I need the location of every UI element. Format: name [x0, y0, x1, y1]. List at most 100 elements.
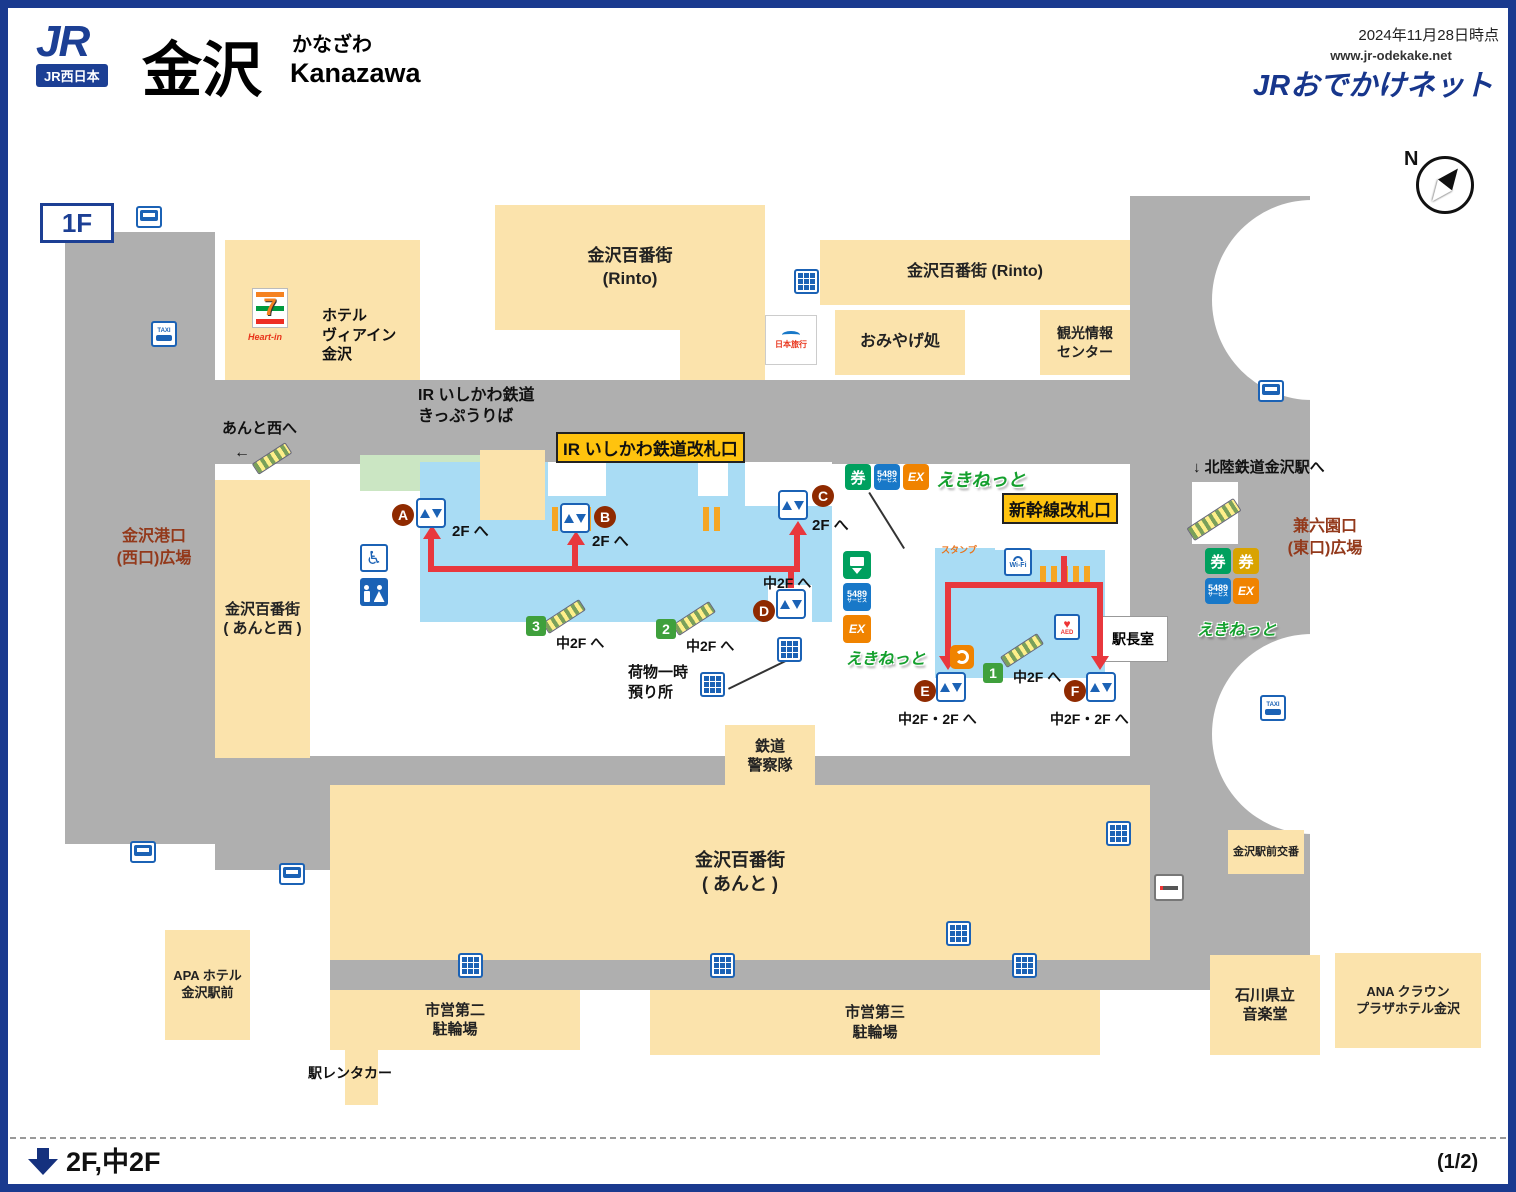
building-hotel-viainn-label: ホテル ヴィアイン 金沢	[322, 307, 397, 363]
elevator-F-dest: 中2F・2F へ	[1050, 711, 1129, 727]
route-stub-gate	[1061, 556, 1067, 584]
footer-divider	[10, 1137, 1506, 1139]
building-rentacar-label: 駅レンタカー	[308, 1065, 392, 1081]
leader-luggage	[728, 657, 791, 690]
odekake-net-logo: JRおでかけネット	[1253, 70, 1494, 102]
smoking-area-icon	[1154, 874, 1184, 901]
route-stub-f	[1097, 588, 1103, 658]
jr-company-label: JR西日本	[36, 64, 108, 87]
stamp-icon	[950, 645, 974, 669]
building-shiei3-parking: 市営第三 駐輪場	[650, 990, 1100, 1055]
anto-west-arrow: ←	[234, 444, 250, 461]
ticket-machine-icon-east-yellow: 券	[1233, 548, 1259, 574]
route-stub-a	[428, 538, 434, 572]
escalator-3-dest: 中2F へ	[556, 635, 605, 651]
elevator-D-badge: D	[753, 600, 775, 622]
ex-service-icon-concourse: EX	[843, 615, 871, 643]
station-name-romaji: Kanazawa	[290, 58, 421, 88]
taxi-stand-icon-west: TAXI	[151, 321, 177, 347]
route-arrow-a	[423, 525, 441, 539]
wheelchair-accessible-icon: ♿	[360, 544, 388, 572]
luggage-storage-label: 荷物一時 預り所	[628, 664, 689, 701]
ir-gate-label: IR いしかわ鉄道改札口	[556, 432, 745, 463]
shinkansen-gate-area	[995, 520, 1110, 550]
elevator-F-badge: F	[1064, 680, 1086, 702]
ekinet-logo-top: えきねっと	[936, 470, 1026, 490]
compass-icon	[1416, 156, 1474, 214]
elevator-F-icon	[1086, 672, 1116, 702]
building-shiei2-parking: 市営第二 駐輪場	[330, 990, 580, 1050]
elevator-E-dest: 中2F・2F へ	[898, 711, 977, 727]
route-arrow-c	[789, 521, 807, 535]
station-name-kana: かなざわ	[292, 34, 372, 56]
coin-locker-icon-south2	[710, 953, 735, 978]
seven-eleven-icon: 7	[252, 288, 288, 328]
route-stub-d	[788, 566, 794, 588]
building-ir-ticket-office	[480, 450, 545, 520]
elevator-D-icon	[776, 589, 806, 619]
route-arrow-b	[567, 531, 585, 545]
elevator-D-dest: 中2F へ	[763, 575, 812, 591]
footer-down-arrow	[37, 1148, 49, 1160]
station-name-kanji: 金沢	[142, 37, 262, 104]
anto-west-direction-label: あんと西へ	[222, 420, 298, 437]
road-west	[65, 232, 215, 844]
ex-service-icon-east: EX	[1233, 578, 1259, 604]
elevator-C-badge: C	[812, 485, 834, 507]
west-plaza-label: 金沢港口 (西口)広場	[116, 528, 192, 567]
route-stub-b	[572, 544, 578, 572]
route-stub-e	[945, 588, 951, 658]
east-rotary-north	[1212, 200, 1412, 400]
escalator-1-dest: 中2F へ	[1013, 669, 1062, 685]
taxi-stand-icon-east: TAXI	[1260, 695, 1286, 721]
website-url: www.jr-odekake.net	[1330, 48, 1452, 63]
building-ongakudo: 石川県立 音楽堂	[1210, 955, 1320, 1055]
elevator-A-icon	[416, 498, 446, 528]
elevator-B-icon	[560, 503, 590, 533]
ir-gate-area-right	[698, 462, 728, 496]
shinkansen-gate-label: 新幹線改札口	[1002, 493, 1118, 524]
building-railway-police: 鉄道 警察隊	[725, 725, 815, 787]
toilet-icon	[360, 578, 388, 606]
elevator-B-dest: 2F へ	[592, 533, 629, 550]
building-rinto-annex	[680, 310, 765, 380]
building-anto-west: 金沢百番街 ( あんと西 )	[215, 480, 310, 758]
ir-gate-area-left	[548, 462, 606, 496]
station-master-office: 駅長室	[1098, 616, 1168, 662]
escalator-3-badge: 3	[526, 616, 546, 636]
ticket-machine-icon-east-green: 券	[1205, 548, 1231, 574]
route-stub-c	[794, 534, 800, 572]
elevator-C-icon	[778, 490, 808, 520]
bus-stop-icon-northwest	[136, 206, 162, 228]
building-rinto-east: 金沢百番街 (Rinto)	[820, 240, 1130, 305]
escalator-2-badge: 2	[656, 619, 676, 639]
luggage-storage-icon	[700, 672, 725, 697]
coin-locker-icon-anto	[946, 921, 971, 946]
jr-west-logo: JR JR西日本	[36, 20, 108, 87]
route-line-ef	[945, 582, 1103, 588]
nippon-travel-icon: 日本旅行	[765, 315, 817, 365]
building-ana-hotel: ANA クラウン プラザホテル金沢	[1335, 953, 1481, 1048]
elevator-A-dest: 2F へ	[452, 523, 489, 540]
building-apa-hotel: APA ホテル 金沢駅前	[165, 930, 250, 1040]
compass-north-label: N	[1404, 148, 1419, 170]
heart-in-label: Heart-in	[248, 332, 283, 342]
ir-ticket-office-label: IR いしかわ鉄道 きっぷうりば	[418, 387, 535, 425]
map-date-note: 2024年11月28日時点	[1358, 27, 1499, 44]
footer-next-floor-label: 2F,中2F	[66, 1147, 161, 1177]
elevator-E-badge: E	[914, 680, 936, 702]
page-indicator: (1/2)	[1437, 1151, 1479, 1173]
ekinet-logo-east: えきねっと	[1197, 622, 1277, 639]
wifi-icon: Wi-Fi	[1004, 548, 1032, 576]
leader-ticket-machines	[868, 492, 905, 550]
building-omiyage: おみやげ処	[835, 310, 965, 375]
coin-locker-icon-south1	[458, 953, 483, 978]
ticket-machine-icon-green: 券	[845, 464, 871, 490]
east-rotary-south	[1212, 634, 1412, 834]
elevator-C-dest: 2F へ	[812, 517, 849, 534]
building-anto: 金沢百番街 ( あんと )	[330, 785, 1150, 960]
road-southwest	[215, 756, 330, 870]
